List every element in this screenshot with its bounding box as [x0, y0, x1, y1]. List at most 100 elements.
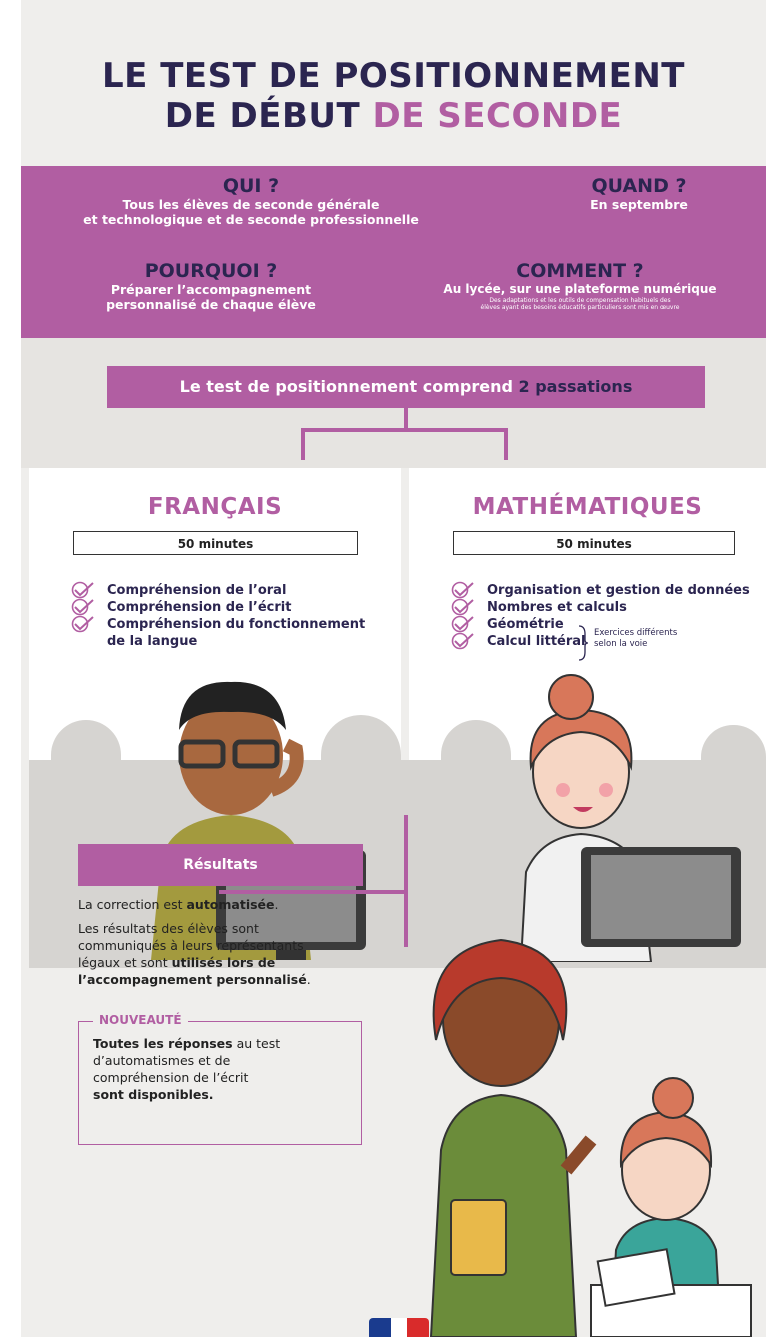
connector-left — [301, 428, 305, 460]
title-line-2-part-1: DE DÉBUT — [164, 96, 361, 136]
francais-item-2: Compréhension de l’écrit — [107, 600, 292, 615]
silhouette-head — [701, 725, 766, 805]
pourquoi-text-2: personnalisé de chaque élève — [106, 297, 316, 312]
nouveaute-line-3: compréhension de l’écrit — [93, 1070, 249, 1085]
passations-bar: Le test de positionnement comprend 2 pas… — [107, 366, 705, 408]
results-p2-line-3: légaux et sont utilisés lors de — [78, 954, 378, 971]
check-icon — [451, 632, 474, 650]
nouveaute-line-1-text: au test — [236, 1036, 281, 1051]
maths-item-3: Géométrie — [487, 617, 564, 632]
list-item: Compréhension de l’écrit — [71, 598, 401, 616]
flag-red — [407, 1318, 429, 1337]
list-item: Calcul littéral — [451, 632, 766, 650]
francais-item-1: Compréhension de l’oral — [107, 583, 287, 598]
comment-small-2: élèves ayant des besoins éducatifs parti… — [480, 304, 680, 311]
title-line-1: LE TEST DE POSITIONNEMENT — [102, 56, 685, 96]
pourquoi-text-1: Préparer l’accompagnement — [110, 282, 312, 297]
check-icon — [451, 615, 474, 633]
list-item: Compréhension de l’oral — [71, 581, 401, 599]
results-paragraph-2: Les résultats des élèves sont communiqué… — [78, 920, 378, 988]
list-item: Organisation et gestion de données — [451, 581, 766, 599]
maths-item-1: Organisation et gestion de données — [487, 583, 750, 598]
check-icon — [451, 598, 474, 616]
results-p2-line-3-text: légaux et sont — [78, 955, 168, 970]
title-line-2-accent: DE SECONDE — [372, 96, 623, 136]
qui-heading: QUI ? — [222, 175, 280, 197]
connector-right — [504, 428, 508, 460]
connector-results-horizontal — [219, 890, 407, 894]
francais-list: Compréhension de l’oral Compréhension de… — [71, 581, 401, 650]
pourquoi-block: POURQUOI ? Préparer l’accompagnement per… — [61, 260, 361, 312]
infographic-poster: LE TEST DE POSITIONNEMENT DE DÉBUT DE SE… — [21, 0, 766, 1337]
qui-text-2: et technologique et de seconde professio… — [83, 212, 419, 227]
list-item: Compréhension du fonctionnement — [71, 615, 401, 633]
results-p2-line-3-bold: utilisés lors de — [171, 955, 276, 970]
comment-heading: COMMENT ? — [516, 260, 644, 282]
maths-title: MATHÉMATIQUES — [472, 494, 703, 520]
nouveaute-line-2: d’automatismes et de — [93, 1053, 231, 1068]
check-icon — [71, 598, 94, 616]
quand-text: En septembre — [590, 197, 688, 212]
check-icon — [71, 615, 94, 633]
list-item: Nombres et calculs — [451, 598, 766, 616]
nouveaute-text: Toutes les réponses au test d’automatism… — [93, 1035, 348, 1103]
results-p1-text: La correction est — [78, 897, 183, 912]
results-paragraph-1: La correction est automatisée. — [78, 896, 368, 913]
connector-results-vertical — [404, 815, 408, 947]
results-p2-line-1: Les résultats des élèves sont — [78, 921, 259, 936]
info-band: QUI ? Tous les élèves de seconde général… — [21, 166, 766, 338]
maths-note: Exercices différents selon la voie — [594, 628, 677, 650]
francais-item-4: de la langue — [107, 634, 198, 649]
brace-icon — [578, 625, 589, 661]
maths-note-line-1: Exercices différents — [594, 628, 678, 638]
maths-note-line-2: selon la voie — [594, 639, 648, 649]
maths-list: Organisation et gestion de données Nombr… — [451, 581, 766, 650]
list-item-continuation: de la langue — [71, 633, 401, 650]
maths-duration: 50 minutes — [453, 531, 735, 555]
nouveaute-line-4: sont disponibles. — [93, 1087, 214, 1102]
student-boy-illustration — [151, 681, 366, 960]
nouveaute-box — [78, 1021, 362, 1145]
results-p1-end: . — [274, 897, 279, 912]
results-p1-bold: automatisée — [186, 897, 275, 912]
flag-blue — [369, 1318, 391, 1337]
comment-text: Au lycée, sur une plateforme numérique — [443, 282, 717, 296]
nouveaute-label: NOUVEAUTÉ — [93, 1013, 188, 1027]
maths-item-4: Calcul littéral — [487, 634, 586, 649]
list-item: Géométrie — [451, 615, 766, 633]
page-title: LE TEST DE POSITIONNEMENT DE DÉBUT DE SE… — [21, 56, 766, 136]
results-p2-line-4-bold: l’accompagnement personnalisé — [78, 972, 307, 987]
student-girl-illustration — [519, 674, 741, 962]
results-heading-bar: Résultats — [78, 844, 363, 886]
results-heading: Résultats — [183, 857, 258, 873]
passations-text: Le test de positionnement comprend — [179, 377, 513, 396]
passations-highlight: 2 passations — [518, 377, 633, 396]
results-p2-line-4: l’accompagnement personnalisé. — [78, 971, 378, 988]
quand-heading: QUAND ? — [591, 175, 687, 197]
maths-item-2: Nombres et calculs — [487, 600, 627, 615]
nouveaute-line-1-bold: Toutes les réponses — [93, 1036, 233, 1051]
comment-block: COMMENT ? Au lycée, sur une plateforme n… — [396, 260, 764, 311]
results-p2-line-4-end: . — [306, 972, 311, 987]
check-icon — [71, 581, 94, 599]
silhouette-head — [51, 720, 121, 800]
comment-small-1: Des adaptations et les outils de compens… — [489, 297, 671, 304]
silhouette-head — [441, 720, 511, 800]
connector-horizontal — [301, 428, 508, 432]
flag-white — [391, 1318, 407, 1337]
results-p2-line-2: communiqués à leurs représentants — [78, 938, 304, 953]
pourquoi-heading: POURQUOI ? — [144, 260, 278, 282]
republique-logo — [369, 1318, 439, 1337]
francais-title: FRANÇAIS — [147, 494, 283, 520]
title-line-2: DE DÉBUT DE SECONDE — [21, 96, 766, 136]
check-icon — [451, 581, 474, 599]
quand-block: QUAND ? En septembre — [529, 175, 749, 212]
francais-item-3: Compréhension du fonctionnement — [107, 617, 366, 632]
connector-vertical — [404, 408, 408, 430]
qui-text-1: Tous les élèves de seconde générale — [122, 197, 380, 212]
silhouette-head — [321, 715, 401, 805]
qui-block: QUI ? Tous les élèves de seconde général… — [51, 175, 451, 227]
francais-duration: 50 minutes — [73, 531, 358, 555]
teacher-student-illustration — [429, 938, 752, 1337]
